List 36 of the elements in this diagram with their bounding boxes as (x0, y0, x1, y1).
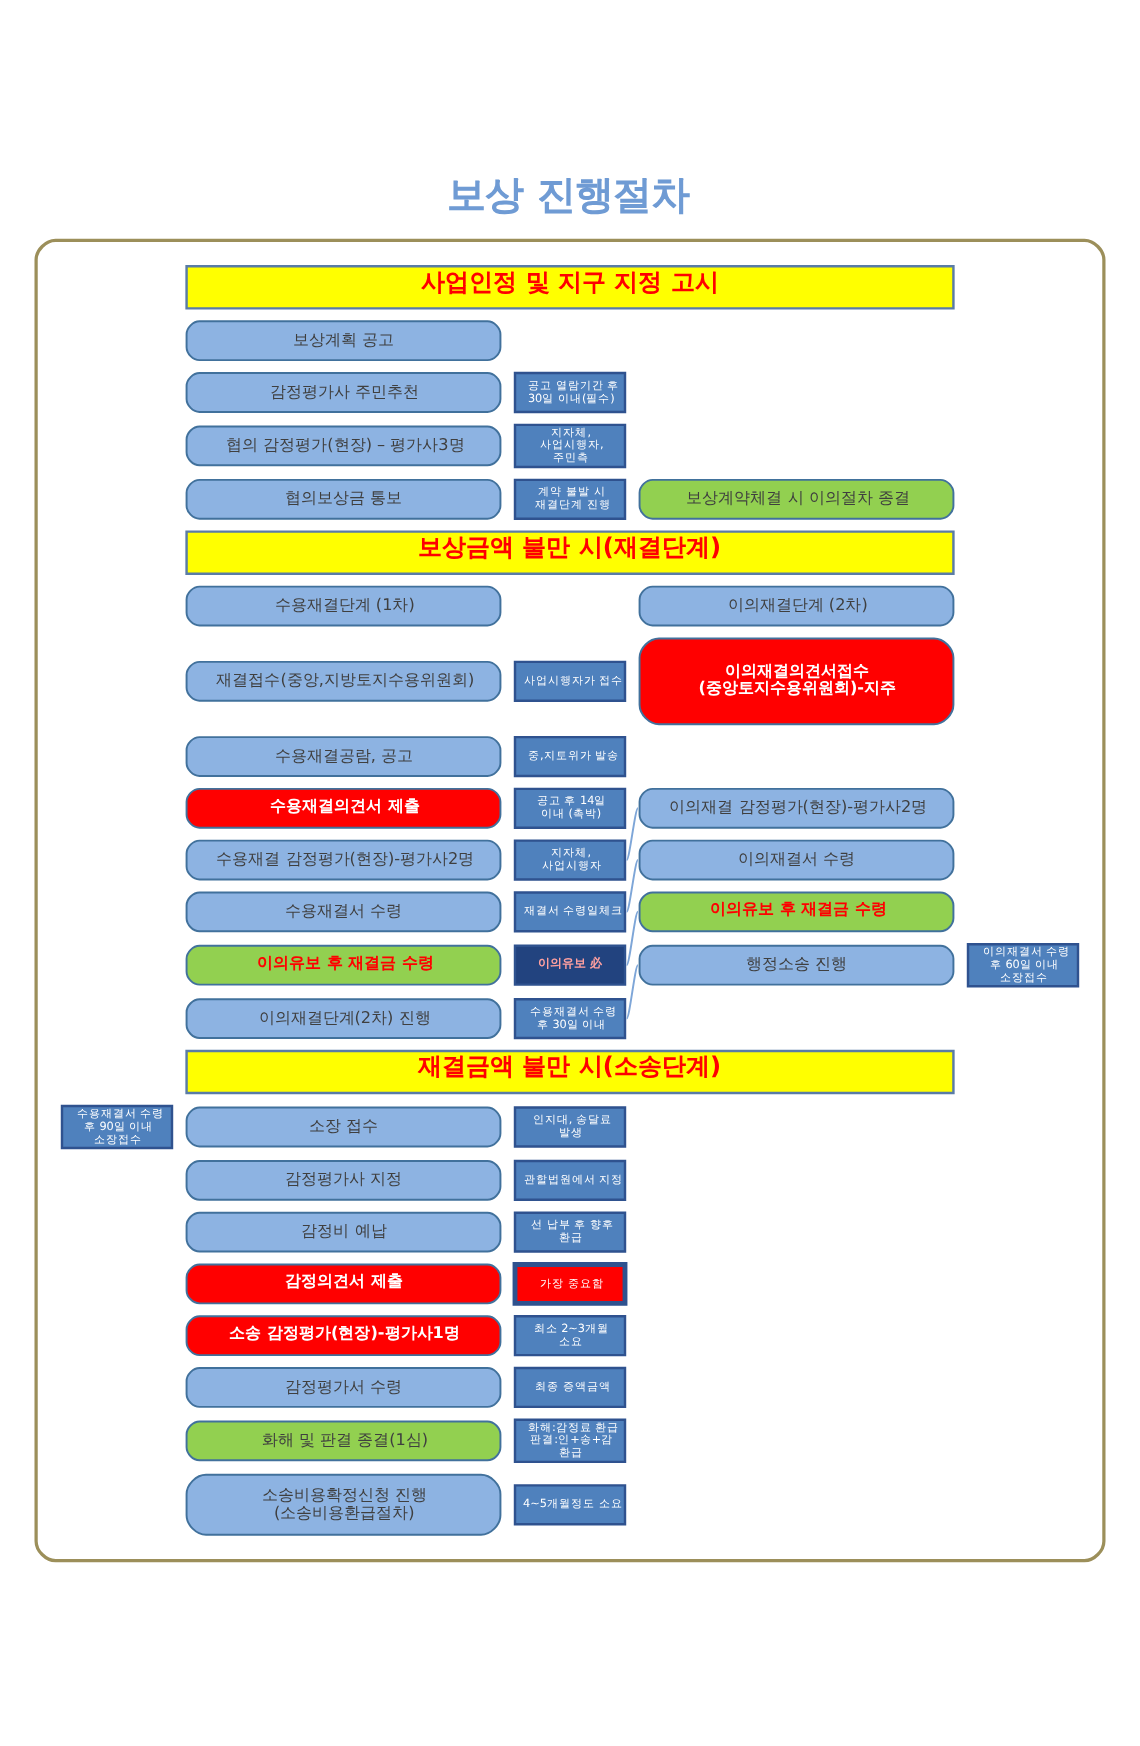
cluster (34, 238, 1106, 1563)
node-box: 소장 접수 (185, 1106, 502, 1148)
connector (625, 910, 639, 967)
connector (625, 859, 639, 913)
connector (625, 807, 639, 862)
node-box: 화해 및 판결 종결(1심) (185, 1420, 502, 1462)
node-box: 재결금액 불만 시(소송단계) (185, 1049, 955, 1095)
node-box: 보상계약체결 시 이의절차 종결 (638, 478, 955, 520)
node-box: 이의재결서 수령 (638, 839, 955, 881)
node-box: 감정평가사 주민추천 (185, 372, 502, 413)
diagram-title: 보상 진행절차 (447, 172, 689, 219)
node-box: 소송 감정평가(현장)-평가사1명 (185, 1315, 502, 1357)
node-box: 수용재결단계 (1차) (185, 585, 502, 627)
node-box: 보상금액 불만 시(재결단계) (185, 530, 955, 575)
node-box: 이의재결단계 (2차) (638, 585, 955, 627)
node-box: 수용재결공람, 공고 (185, 736, 502, 777)
node-box: 재결접수(중앙,지방토지수용위원회) (185, 660, 502, 702)
connector (625, 964, 639, 1020)
node-box: 감정비 예납 (185, 1211, 502, 1253)
node-box: 협의보상금 통보 (185, 478, 502, 520)
node-box: 소송비용확정신청 진행 (소송비용환급절차) (185, 1473, 502, 1536)
node-box: 이의유보 후 재결금 수령 (185, 944, 502, 986)
node-box: 이의재결의견서접수 (중앙토지수용위원회)-지주 (638, 637, 955, 726)
node-box: 감정의견서 제출 (185, 1263, 502, 1305)
node-box: 감정평가서 수령 (185, 1367, 502, 1408)
node-box: 협의 감정평가(현장) – 평가사3명 (185, 425, 502, 467)
node-box: 수용재결 감정평가(현장)-평가사2명 (185, 839, 502, 881)
node-box: 이의유보 후 재결금 수령 (638, 891, 955, 933)
node-box: 행정소송 진행 (638, 944, 955, 986)
node-box: 사업인정 및 지구 지정 고시 (185, 265, 955, 310)
node-box: 감정평가사 지정 (185, 1160, 502, 1201)
node-box: 이의재결 감정평가(현장)-평가사2명 (638, 787, 955, 829)
node-box: 이의재결단계(2차) 진행 (185, 998, 502, 1039)
node-box: 보상계획 공고 (185, 320, 502, 362)
node-box: 수용재결의견서 제출 (185, 787, 502, 829)
node-box: 수용재결서 수령 (185, 891, 502, 933)
